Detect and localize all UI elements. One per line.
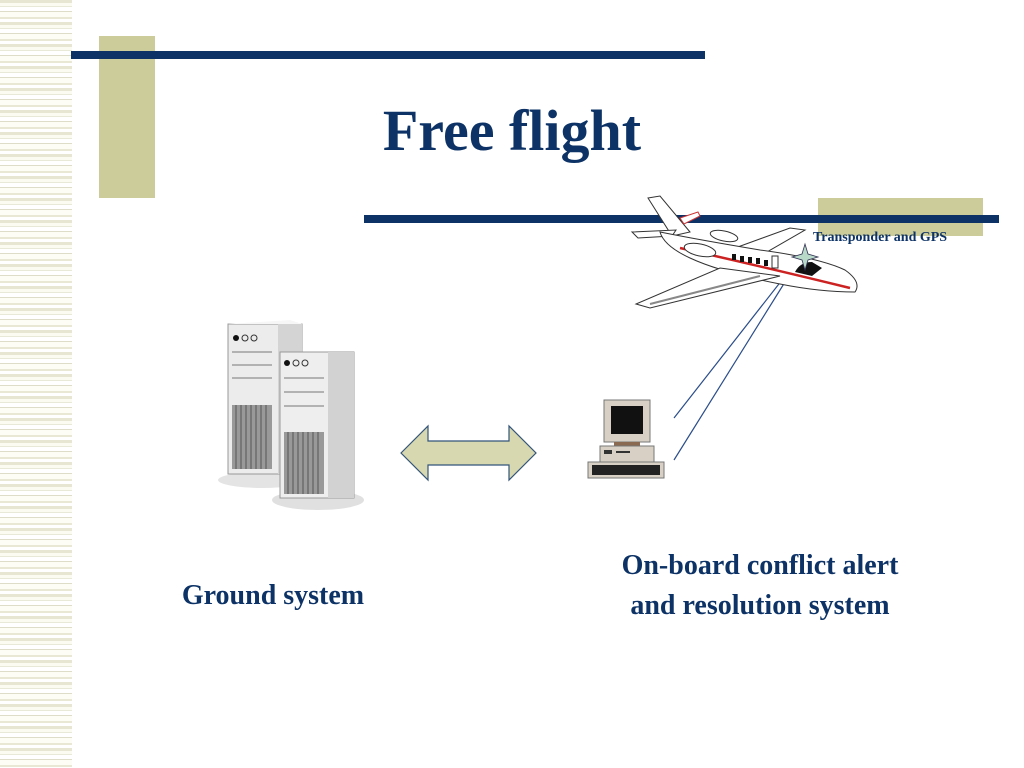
server-towers-icon [218,320,364,510]
bidirectional-arrow-icon [400,424,537,482]
onboard-system-label: On-board conflict alert and resolution s… [570,546,950,626]
ground-system-label: Ground system [181,580,365,611]
desktop-computer-icon [587,399,665,479]
decorative-tan-block-left [99,36,155,198]
onboard-label-line1: On-board conflict alert [621,550,899,581]
decorative-stripes [0,0,72,768]
transponder-gps-label: Transponder and GPS [813,230,948,245]
slide-title: Free flight [382,98,642,163]
business-jet-icon [630,195,858,309]
signal-beam-lines [673,279,786,461]
onboard-label-line2: and resolution system [630,590,890,621]
title-bar-top [71,51,705,59]
